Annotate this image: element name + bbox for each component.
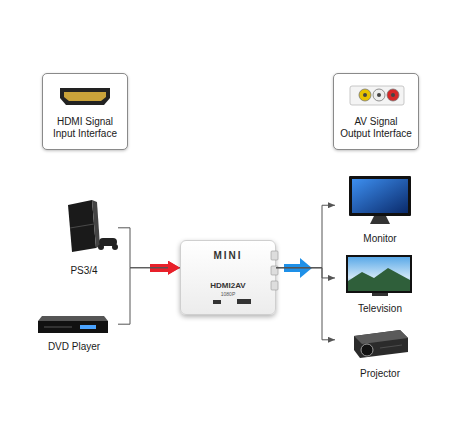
display-device: Projector xyxy=(335,320,425,380)
display-device: Monitor xyxy=(335,170,425,245)
dvd-player-illustration xyxy=(38,321,108,333)
rca-port xyxy=(271,281,278,290)
hdmi-icon-pins xyxy=(64,92,106,101)
device-label: HDMI2AV xyxy=(210,281,245,291)
connector-line xyxy=(118,268,180,324)
console-seam xyxy=(70,224,94,228)
rca-port xyxy=(271,266,278,275)
node-label: Television xyxy=(358,303,402,315)
node-label: Projector xyxy=(360,368,400,380)
av-jack-plate xyxy=(350,86,404,105)
input-arrow xyxy=(150,264,169,272)
interface-box: HDMI Signal Input Interface xyxy=(42,73,128,150)
projector-lens xyxy=(361,344,373,356)
output-arrow-head xyxy=(300,258,312,278)
dvd-display xyxy=(80,325,96,329)
monitor-stand xyxy=(370,216,390,224)
node-label: PS3/4 xyxy=(70,265,97,277)
source-device: PS3/4 xyxy=(50,195,118,277)
video-jack xyxy=(359,89,371,101)
projector-vent xyxy=(380,345,402,348)
device-label: MINI xyxy=(213,250,242,262)
controller-grip xyxy=(112,244,118,250)
monitor-screen xyxy=(352,179,408,213)
connector-line xyxy=(276,205,335,268)
converter-box: MINI HDMI2AV1080P xyxy=(180,240,276,315)
jack-hole xyxy=(377,93,381,97)
source-device: DVD Player xyxy=(30,305,118,353)
controller-grip xyxy=(98,244,104,250)
projector-top xyxy=(354,330,408,344)
console-side xyxy=(92,200,100,248)
television-stand xyxy=(372,293,388,296)
dvd-player-top xyxy=(38,316,108,321)
output-arrow xyxy=(284,264,301,272)
jack-hole xyxy=(391,93,395,97)
hdmi-icon xyxy=(60,88,110,105)
screen-landscape xyxy=(348,268,410,291)
monitor-illustration xyxy=(349,176,411,216)
node-label: DVD Player xyxy=(48,341,100,353)
node-label: AV Signal Output Interface xyxy=(340,116,412,140)
connector-line xyxy=(276,268,335,278)
interface-box: AV Signal Output Interface xyxy=(333,73,419,150)
dvd-tray xyxy=(44,327,72,328)
device-label: 1080P xyxy=(221,291,235,297)
rca-port xyxy=(271,251,278,260)
node-label: Monitor xyxy=(363,233,396,245)
controller-illustration xyxy=(99,238,117,246)
jack-hole xyxy=(363,93,367,97)
console-illustration xyxy=(68,200,96,252)
usb-port xyxy=(213,300,221,304)
projector-illustration xyxy=(354,330,408,358)
node-label: HDMI Signal Input Interface xyxy=(49,116,121,140)
television-screen xyxy=(348,257,410,291)
television-illustration xyxy=(346,255,412,293)
connector-line xyxy=(118,228,180,268)
display-device: Television xyxy=(335,250,425,315)
audio-left-jack xyxy=(373,89,385,101)
audio-right-jack xyxy=(387,89,399,101)
connector-line xyxy=(276,268,335,340)
hdmi-port xyxy=(237,299,251,304)
